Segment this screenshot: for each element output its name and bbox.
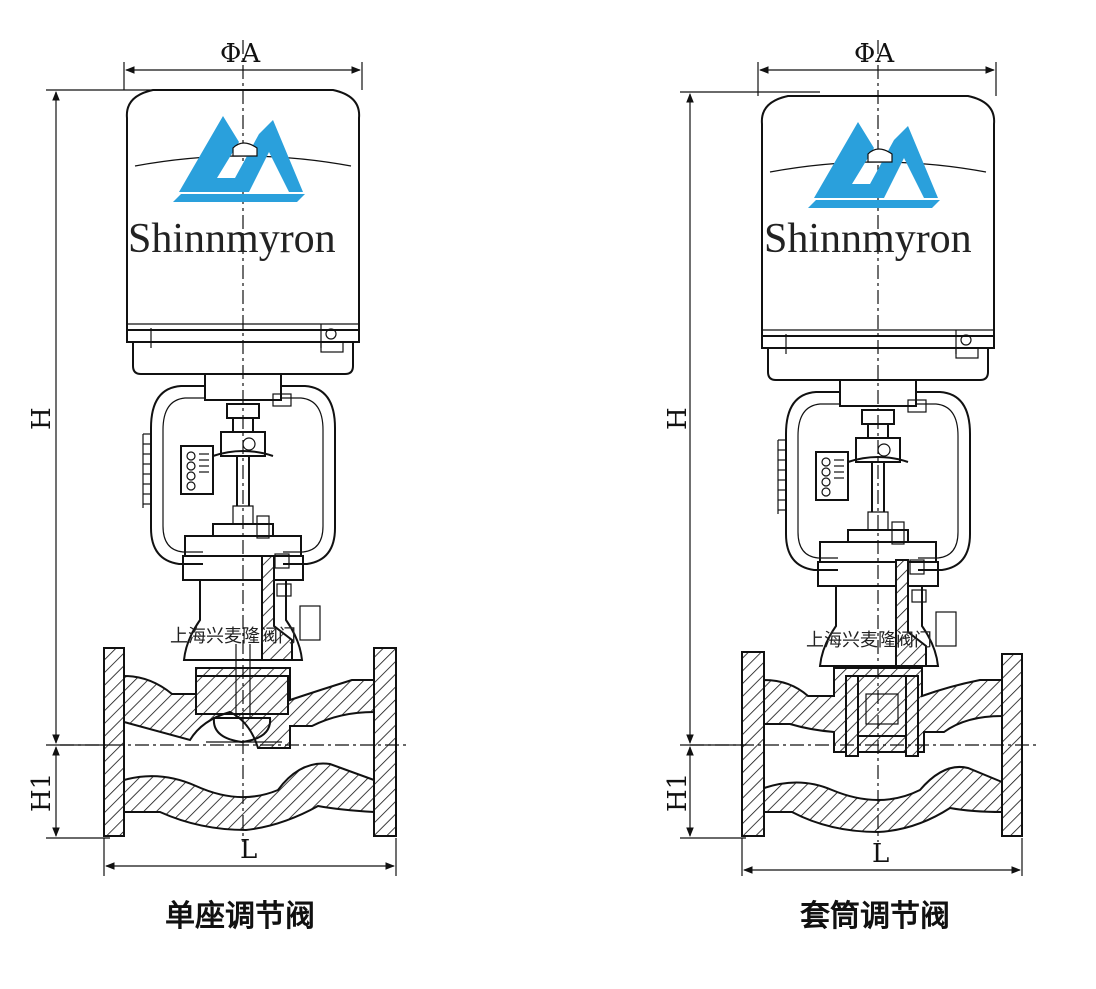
single-seat-valve-body: [103, 555, 397, 837]
right-dimensions: ΦA H H1 L: [663, 39, 1023, 876]
left-dimensions: ΦA H H1 L: [27, 39, 397, 876]
left-l-label: L: [240, 835, 257, 865]
right-phi-a-label: ΦA: [854, 39, 895, 69]
left-phi-a-label: ΦA: [220, 39, 261, 69]
left-h1-label: H1: [27, 773, 57, 812]
cage-valve-body: [741, 559, 1023, 837]
left-h-label: H: [27, 407, 57, 430]
caption-cage: 套筒调节阀: [800, 899, 950, 934]
brand-text-left: Shinnmyron: [128, 216, 336, 262]
watermark-left: 上海兴麦隆阀门: [170, 626, 296, 647]
watermark-right: 上海兴麦隆阀门: [806, 630, 932, 651]
right-h-label: H: [663, 407, 693, 430]
logo-left: [173, 116, 305, 202]
right-l-label: L: [872, 839, 889, 869]
brand-text-right: Shinnmyron: [764, 216, 972, 262]
right-h1-label: H1: [663, 773, 693, 812]
logo-right: [808, 122, 940, 208]
caption-single-seat: 单座调节阀: [165, 899, 315, 934]
